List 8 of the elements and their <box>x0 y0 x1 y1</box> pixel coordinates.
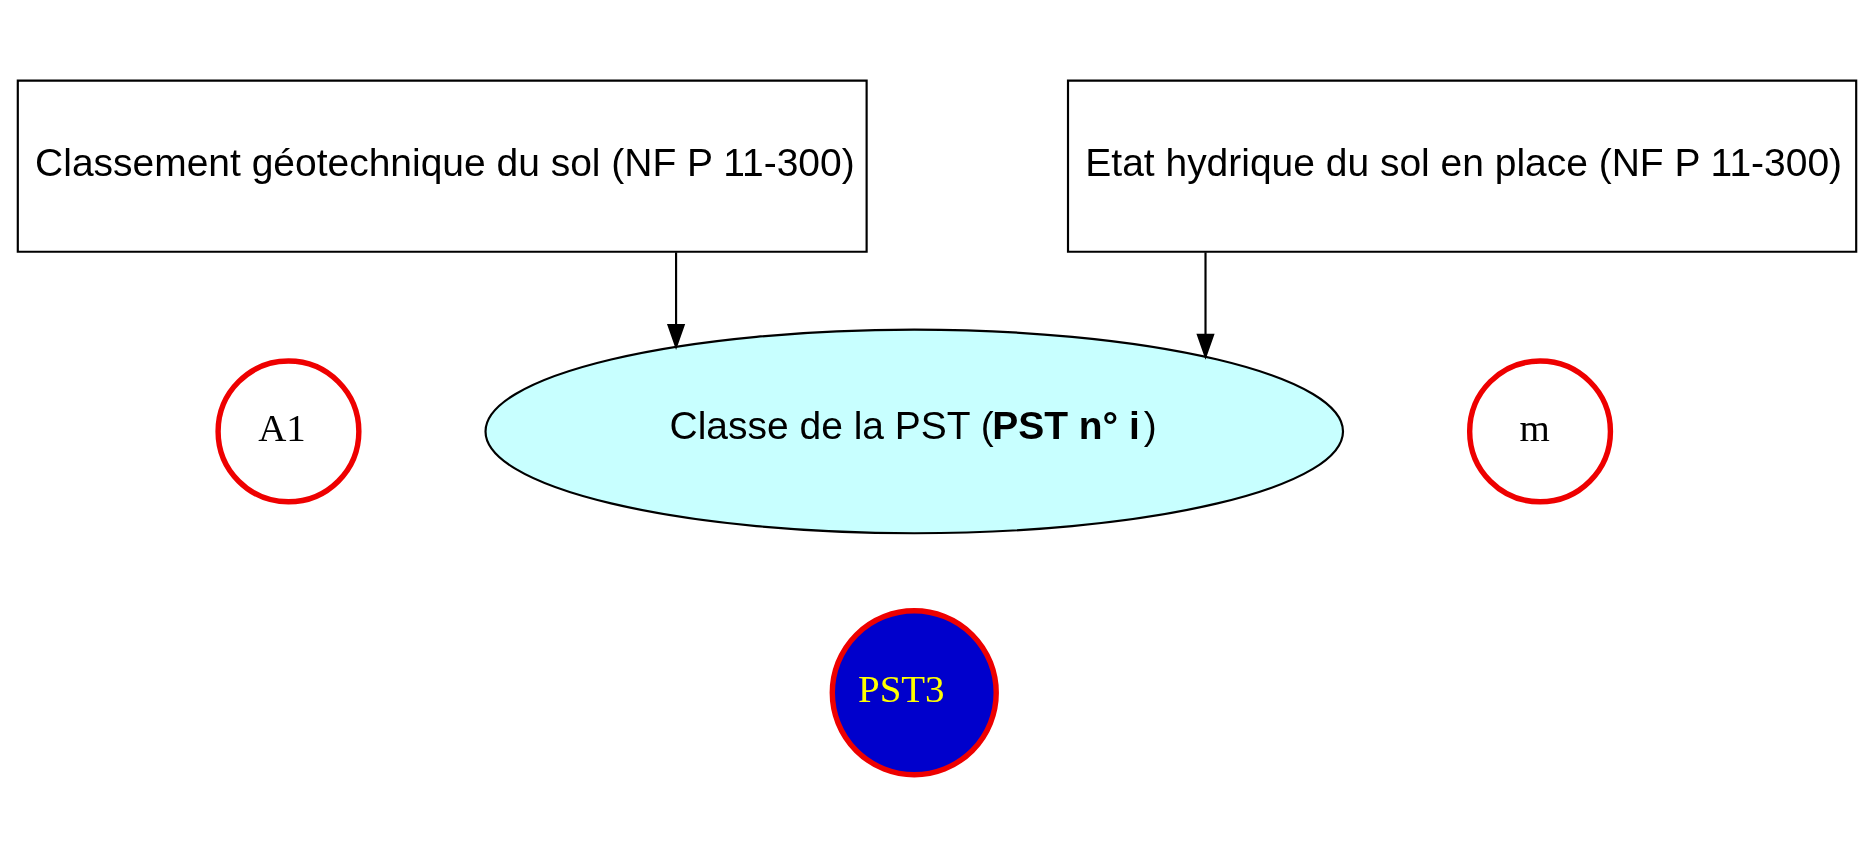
arrow <box>666 251 686 350</box>
node-ellipse: Classe de la PST (PST n° i) <box>484 328 1345 534</box>
node-box: Classement géotechnique du sol (NF P 11-300) <box>16 79 868 253</box>
node-circle: A1 <box>215 357 362 505</box>
node-circle: m <box>1466 357 1614 505</box>
node-box: Etat hydrique du sol en place (NF P 11-300) <box>1066 79 1858 253</box>
arrow <box>1196 251 1215 360</box>
node-circle: PST3 <box>829 607 999 777</box>
